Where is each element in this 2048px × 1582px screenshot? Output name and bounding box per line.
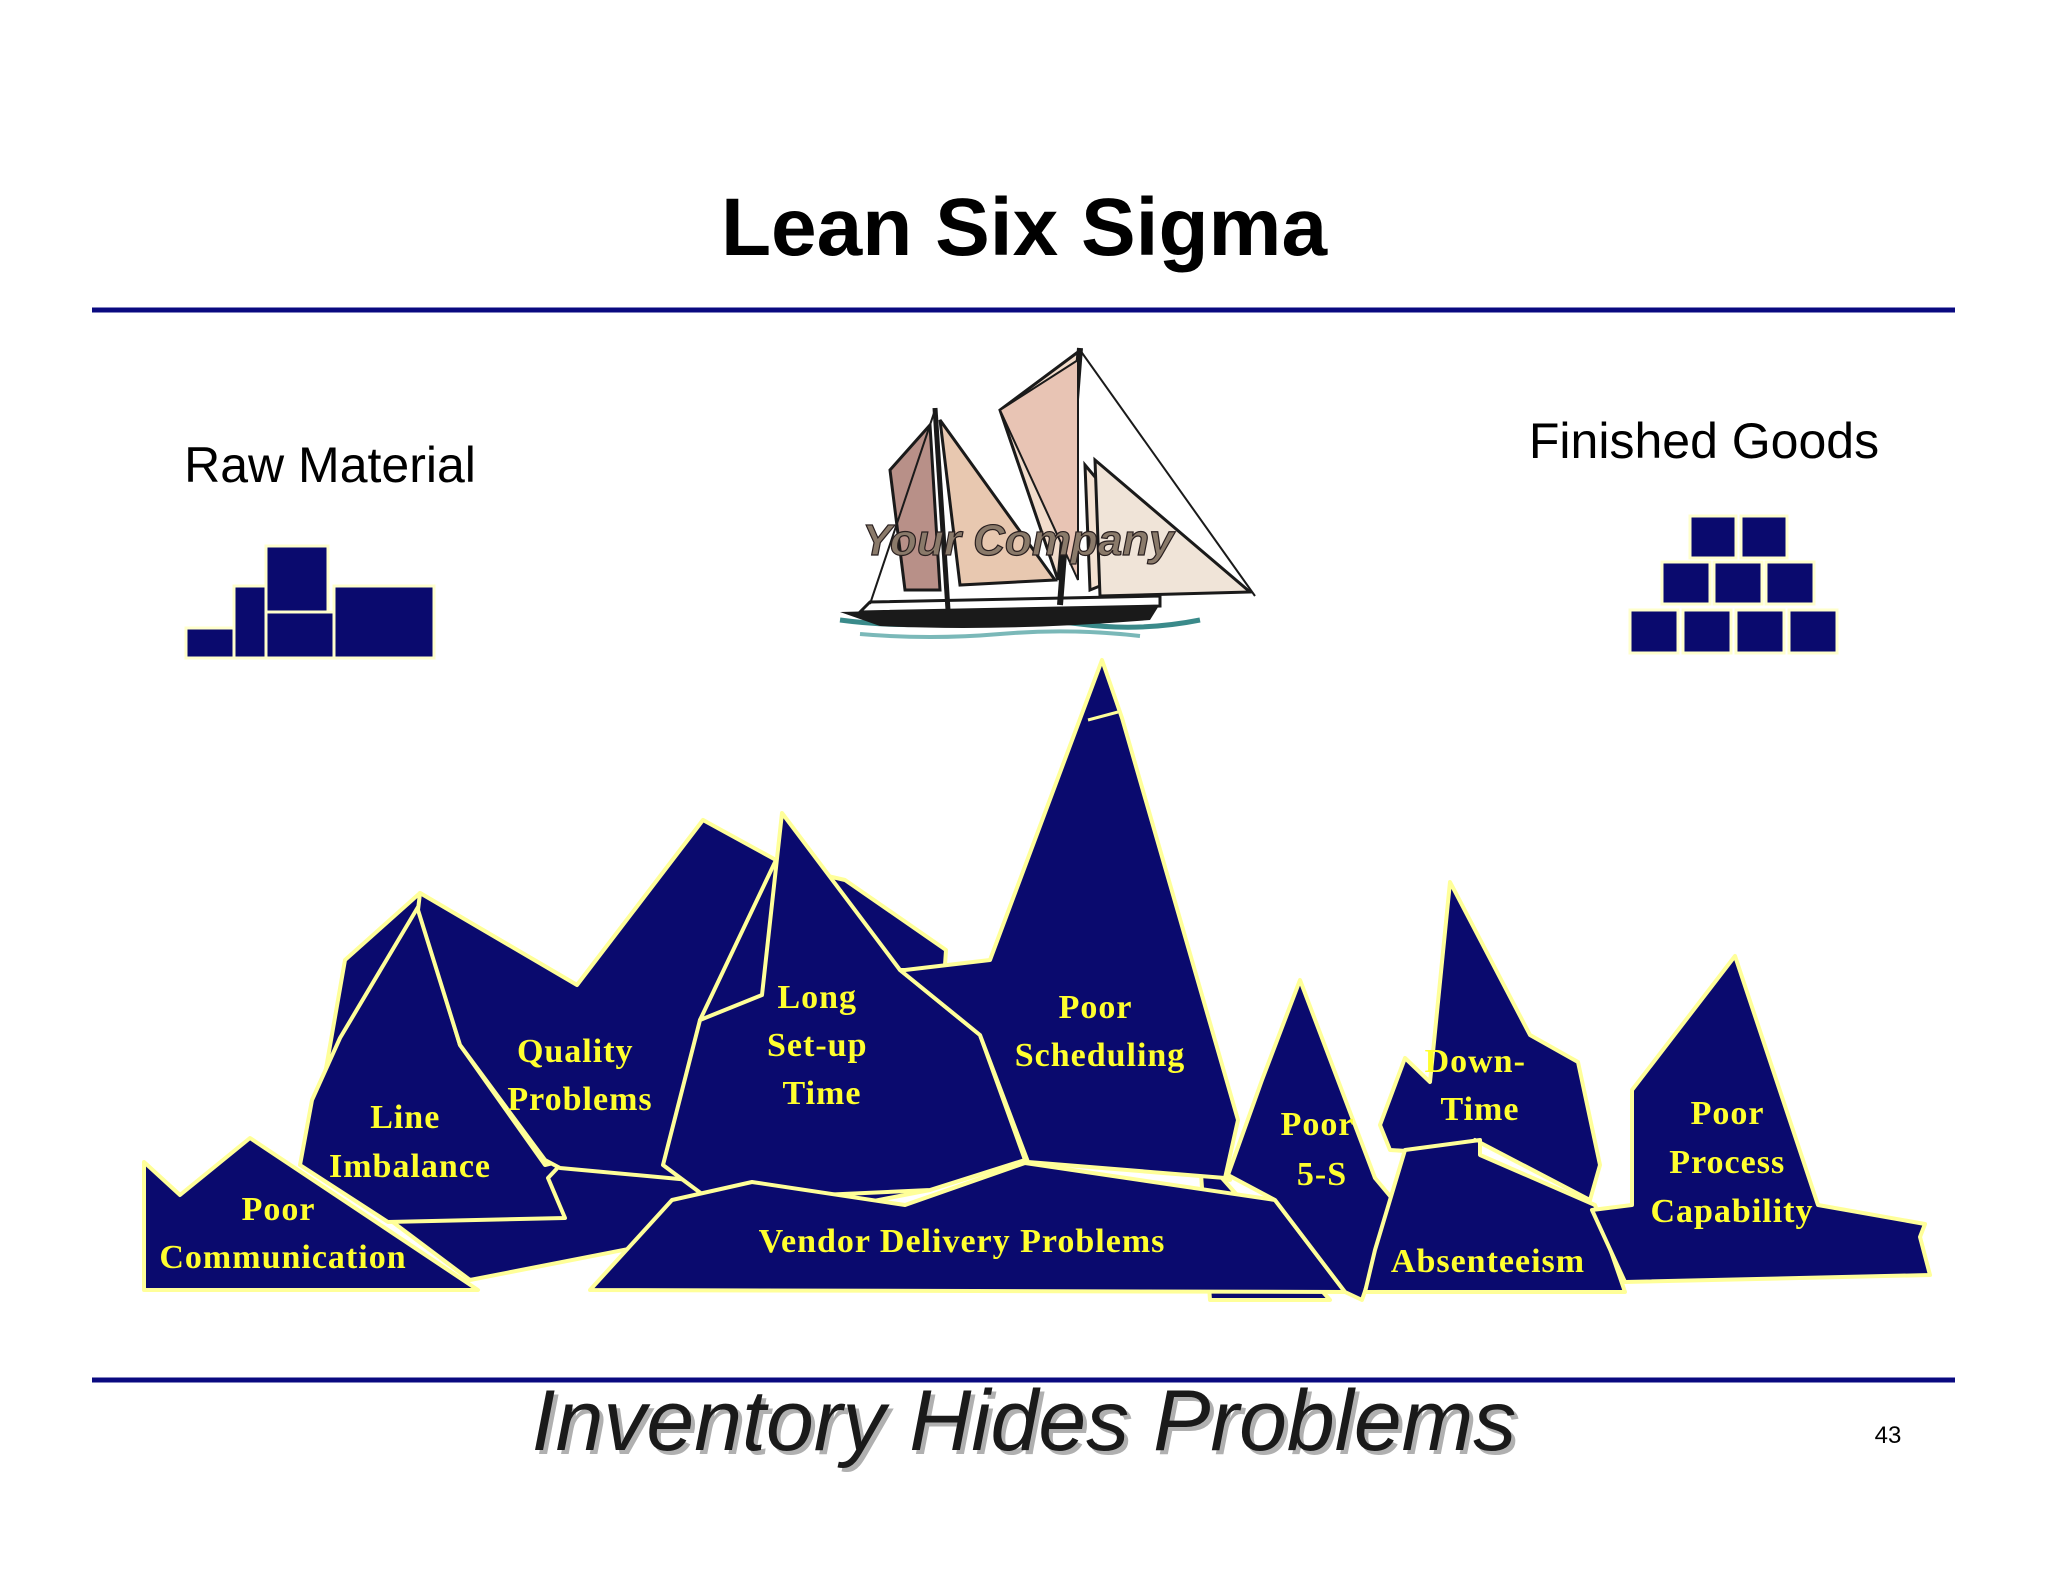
sailing-ship-icon xyxy=(839,347,1256,639)
finished-goods-box xyxy=(1734,608,1786,655)
finished-goods-box xyxy=(1628,608,1680,655)
footer-shadow: Inventory Hides Problems xyxy=(536,1377,1521,1473)
page-number: 43 xyxy=(1875,1422,1902,1449)
slide-title: Lean Six Sigma xyxy=(721,182,1329,273)
finished-goods-box xyxy=(1660,560,1712,606)
finished-goods-box xyxy=(1787,608,1839,655)
raw-material-boxes xyxy=(184,544,436,660)
rock-poor-communication xyxy=(142,1136,480,1292)
footer-title: Inventory Hides Problems xyxy=(532,1373,1517,1469)
raw-material-box xyxy=(332,584,436,660)
rock-poor-process-capability xyxy=(1590,954,1932,1284)
problem-rocks xyxy=(142,658,1932,1302)
finished-goods-box xyxy=(1712,560,1764,606)
finished-goods-box xyxy=(1764,560,1816,606)
finished-goods-box xyxy=(1739,514,1789,560)
rock-poor-scheduling xyxy=(898,658,1240,1180)
raw-material-box xyxy=(184,626,236,660)
raw-material-label: Raw Material xyxy=(184,437,476,493)
finished-goods-box xyxy=(1688,514,1738,560)
finished-goods-boxes xyxy=(1628,514,1839,655)
raw-material-box xyxy=(264,610,336,660)
finished-goods-box xyxy=(1681,608,1733,655)
raw-material-box xyxy=(264,544,330,614)
raw-material-box xyxy=(232,584,268,660)
rock-poor-5s xyxy=(1226,978,1397,1302)
finished-goods-label: Finished Goods xyxy=(1529,413,1879,469)
